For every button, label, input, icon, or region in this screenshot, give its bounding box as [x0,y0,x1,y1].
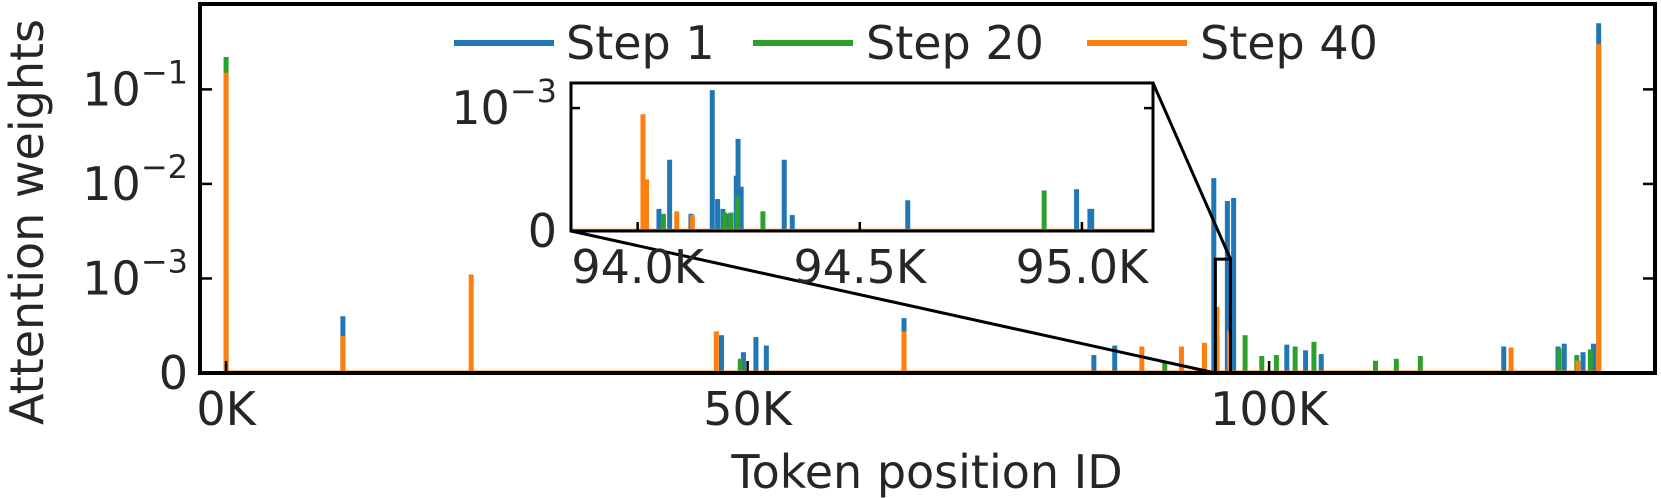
legend-label-step-1: Step 1 [566,16,715,70]
y-tick-label-3: 10−1 [82,53,188,116]
inset-x-tick-label-1: 94.5K [793,240,927,294]
y-tick-exponent-2: −2 [141,148,188,186]
zoom-source-box [1213,257,1232,375]
zoom-connector-upper [1151,82,1232,260]
inset-plot-frame [569,81,1155,233]
legend-label-step-20: Step 20 [866,16,1044,70]
y-tick-label-2: 10−2 [82,148,188,211]
inset-y-tick-exponent-1: −3 [510,72,557,110]
inset-plot-axes: 94.0K 94.5K 95.0K 0 10−3 [451,72,1153,294]
main-plot-axes: 0K 50K 100K 0 10−3 10−2 10−1 [82,53,1655,436]
inset-background [571,83,1153,231]
inset-y-tick-label-1: 10−3 [451,72,557,135]
y-axis-label: Attention weights [0,19,54,425]
main-plot-frame [198,2,1657,375]
inset-x-tick-label-2: 95.0K [1016,240,1150,294]
legend-label-step-40: Step 40 [1200,16,1378,70]
x-axis-label: Token position ID [730,445,1122,498]
x-tick-label-0: 0K [196,382,257,436]
inset-x-tick-label-0: 94.0K [571,240,705,294]
inset-y-tick-label-0: 0 [528,204,557,258]
zoom-source-region [570,82,1232,375]
y-tick-label-0: 0 [159,346,188,400]
x-tick-label-1: 50K [703,382,794,436]
legend: Step 1 Step 20 Step 40 [454,16,1378,70]
zoom-connector-lower [570,229,1216,375]
x-tick-label-2: 100K [1210,382,1330,436]
y-tick-exponent-3: −1 [141,53,188,91]
y-tick-exponent-1: −3 [141,242,188,280]
inset-plot: 94.0K 94.5K 95.0K 0 10−3 [451,72,1155,294]
y-tick-label-1: 10−3 [82,242,188,305]
